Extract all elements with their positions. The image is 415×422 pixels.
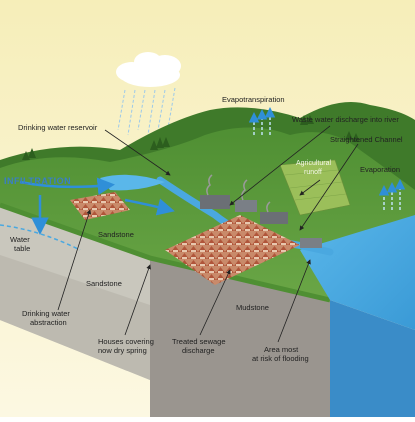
label-now-dry-spring: now dry spring	[98, 346, 147, 355]
smoke-plumes	[206, 174, 271, 213]
houses-cluster-center	[165, 215, 300, 285]
label-drinking-water: Drinking water	[22, 309, 70, 318]
sea-water	[300, 215, 415, 330]
label-abstraction: abstraction	[30, 318, 67, 327]
label-water: Water	[10, 235, 30, 244]
label-drinking-water-reservoir: Drinking water reservoir	[18, 123, 98, 132]
tree-cluster	[22, 115, 360, 160]
label-risk-of-flooding: at risk of flooding	[252, 354, 309, 363]
label-straightened-channel: Straightened Channel	[330, 135, 403, 144]
pointer-lines	[57, 125, 359, 343]
flow-arrows	[19, 177, 175, 235]
cloud-icon	[116, 52, 181, 87]
label-evaporation: Evaporation	[360, 165, 400, 174]
label-waste-water-discharge: Waste water discharge into river	[292, 115, 399, 124]
label-houses-covering: Houses covering	[98, 337, 154, 346]
label-table: table	[14, 244, 30, 253]
evaporation-arrows	[248, 107, 406, 210]
label-discharge: discharge	[182, 346, 215, 355]
sea-depth	[330, 300, 415, 417]
label-runoff: runoff	[304, 169, 322, 176]
label-mudstone: Mudstone	[236, 303, 269, 312]
label-agricultural: Agricultural	[296, 160, 331, 167]
label-sandstone-lower: Sandstone	[86, 279, 122, 288]
reservoir	[100, 174, 165, 191]
label-area-most: Area most	[264, 345, 299, 354]
houses-cluster-left	[70, 192, 130, 220]
label-infiltration: INFILTRATION	[4, 176, 71, 186]
sandstone-lower-layer	[0, 255, 150, 380]
water-table-line	[0, 224, 81, 251]
label-sandstone-upper: Sandstone	[98, 230, 134, 239]
label-evapotranspiration: Evapotranspiration	[222, 95, 285, 104]
industrial-buildings	[200, 195, 322, 248]
rain-lines	[117, 87, 176, 136]
mudstone-block	[150, 258, 330, 417]
label-treated-sewage: Treated sewage	[172, 337, 226, 346]
